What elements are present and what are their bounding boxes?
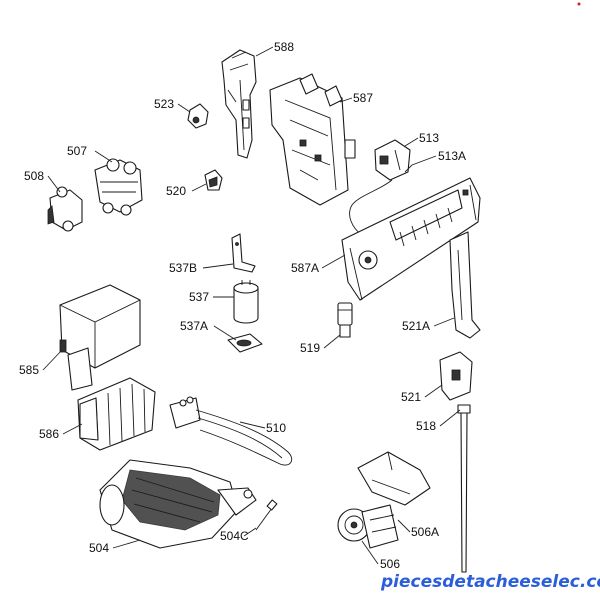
leader-587A [321,254,346,269]
part-504-motor [99,459,257,549]
label-537B: 537B [169,261,197,275]
part-506A-housing [357,451,431,506]
label-588: 588 [274,40,294,54]
leader-523 [177,103,191,113]
leader-537B [202,263,234,269]
part-523-clip [187,103,209,129]
label-506A: 506A [411,525,439,539]
label-518: 518 [416,419,436,433]
label-507: 507 [67,144,87,158]
part-521-latch [439,351,473,401]
leader-586 [62,423,83,435]
leader-504C [243,527,257,537]
label-521: 521 [401,390,421,404]
label-537A: 537A [180,319,208,333]
leader-585 [42,349,63,371]
part-labels: 588 523 587 513 507 513A 508 520 537B 58… [19,40,466,571]
label-523: 523 [154,97,174,111]
part-586-heater-block [77,377,156,451]
leader-513 [404,137,419,147]
label-537: 537 [189,290,209,304]
label-504C: 504C [220,529,249,543]
leader-521A [433,317,455,327]
leader-521 [424,384,443,398]
leader-537A [213,325,237,341]
label-586: 586 [39,427,59,441]
leader-lines [42,46,461,565]
label-508: 508 [24,169,44,183]
label-587A: 587A [291,261,319,275]
label-519: 519 [300,341,320,355]
label-504: 504 [89,541,109,555]
leader-520 [191,183,207,192]
part-537-capacitor [233,280,259,324]
leader-506A [397,519,411,533]
label-587: 587 [353,91,373,105]
leader-587 [339,97,353,103]
label-506: 506 [380,557,400,571]
part-508-valve [47,186,83,232]
part-506-pump [337,504,399,549]
label-510: 510 [266,421,286,435]
leader-518 [439,409,461,427]
part-513-connector [374,139,411,181]
leader-507 [94,150,113,163]
leader-588 [255,46,274,57]
part-519-sensor [337,302,353,338]
part-588-bracket [221,49,257,159]
part-507-valve [94,158,143,216]
label-521A: 521A [402,319,430,333]
part-504C-screw [255,499,278,531]
label-513: 513 [419,131,439,145]
label-513A: 513A [438,149,466,163]
part-537A-clamp [227,333,263,353]
leader-504 [112,539,141,549]
corner-dot [577,2,581,6]
watermark-text: piecesdetacheeselec.com [380,572,600,592]
leader-508 [47,175,61,193]
part-587-board [269,73,356,206]
leader-519 [323,334,341,349]
leader-513A [404,155,437,173]
part-518-rod [457,404,471,573]
part-521A-bracket [449,231,481,339]
part-585-cover [59,284,141,391]
leader-510 [239,421,266,429]
leader-506 [361,540,379,565]
part-587A-panel [341,177,481,301]
label-585: 585 [19,363,39,377]
label-520: 520 [166,184,186,198]
part-513A-wire [349,179,393,236]
part-537B-bracket [231,233,256,273]
part-510-heating-element [169,396,293,466]
part-520-switch [204,169,223,191]
